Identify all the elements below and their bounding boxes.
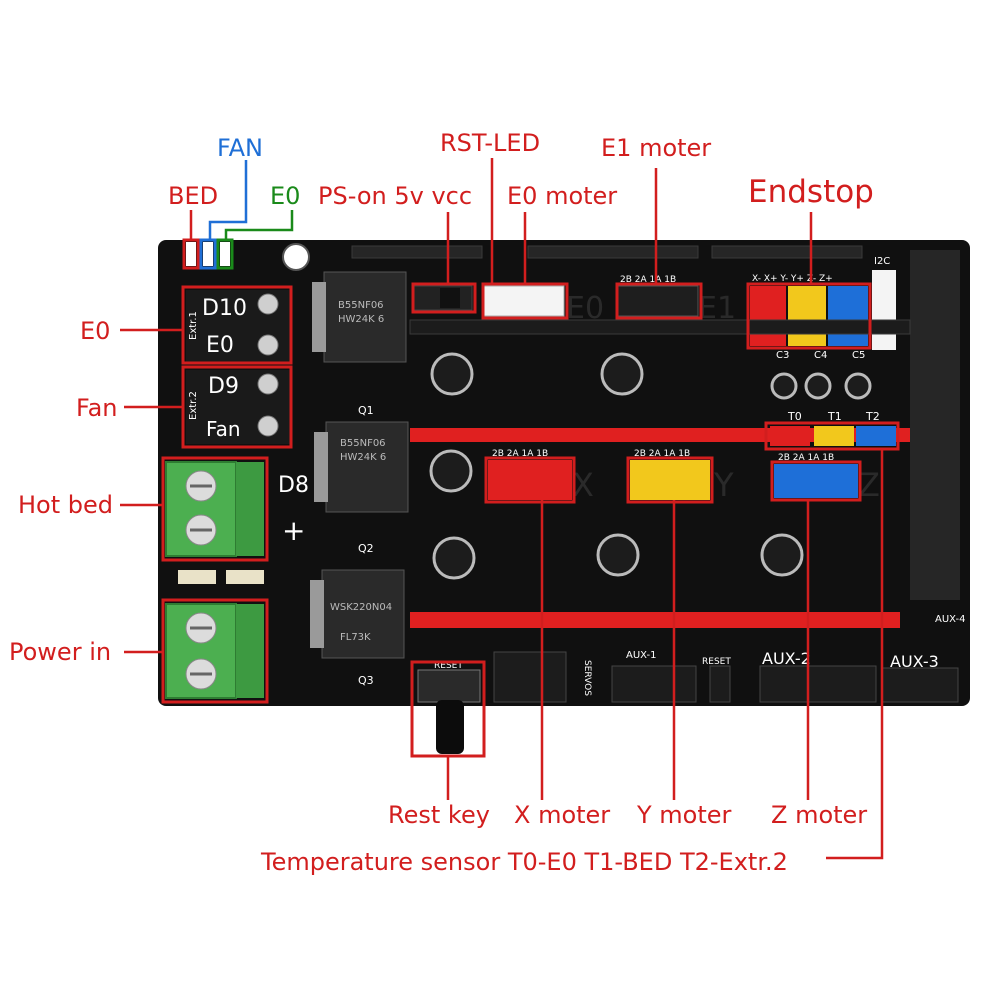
label-fan-left: Fan [76, 394, 118, 422]
mosfet-q2-text-2: HW24K 6 [340, 452, 386, 463]
silk-aux1: AUX-1 [626, 650, 656, 661]
mosfet-q3-text-2: FL73K [340, 632, 371, 643]
label-e0-top: E0 [270, 182, 301, 210]
callout-line-fan [208, 160, 248, 240]
silk-y-pins: 2B 2A 1A 1B [634, 449, 690, 459]
silk-reset: RESET [702, 657, 731, 667]
silk-x-pins: 2B 2A 1A 1B [492, 449, 548, 459]
silk-z-motor: Z [858, 466, 880, 504]
label-e1-moter: E1 moter [601, 134, 712, 162]
label-y-moter: Y moter [637, 801, 732, 829]
status-leds [186, 242, 230, 266]
label-rst-led: RST-LED [440, 129, 541, 157]
x-motor-connector [488, 460, 572, 500]
label-endstop: Endstop [748, 174, 874, 210]
label-e0-moter: E0 moter [507, 182, 618, 210]
silk-t0: T0 [787, 410, 802, 423]
mosfet-q3-text: WSK220N04 [330, 602, 392, 613]
silk-aux3: AUX-3 [890, 652, 939, 671]
silk-q2: Q2 [358, 542, 374, 555]
y-motor-connector [630, 460, 710, 500]
driver-socket-row-top [409, 319, 911, 335]
silk-t2: T2 [865, 410, 880, 423]
label-x-moter: X moter [514, 801, 611, 829]
mosfet-q2-text: B55NF06 [340, 438, 386, 449]
label-rest-key: Rest key [388, 801, 490, 829]
silk-c3: C3 [776, 350, 789, 361]
mount-hole-top [282, 243, 310, 271]
silk-e0: E0 [206, 333, 234, 358]
silk-e1-pins: 2B 2A 1A 1B [620, 275, 676, 285]
silk-c4: C4 [814, 350, 827, 361]
label-temperature-sensor: Temperature sensor T0-E0 T1-BED T2-Extr.… [261, 848, 788, 876]
endstop-header [750, 286, 868, 346]
mosfet-q2 [314, 421, 409, 513]
e1-motor-connector [617, 285, 699, 317]
silk-d8: D8 [278, 473, 309, 498]
label-fan-top: FAN [217, 134, 263, 162]
silk-q3: Q3 [358, 674, 374, 687]
silk-x-motor: X [572, 466, 594, 504]
label-power-in: Power in [9, 638, 112, 666]
label-e0-left: E0 [80, 317, 111, 345]
thermistor-header [770, 426, 896, 446]
callout-lines [120, 158, 884, 860]
extruder-terminals [186, 290, 290, 444]
silk-t1: T1 [827, 410, 842, 423]
silk-q1: Q1 [358, 404, 374, 417]
hot-bed-terminal [165, 461, 264, 557]
silk-extr1: Extr.1 [188, 311, 199, 340]
silk-extr2: Extr.2 [188, 391, 199, 420]
label-bed-top: BED [168, 182, 219, 210]
silk-c5: C5 [852, 350, 865, 361]
silk-endstop-pins: X- X+ Y- Y+ Z- Z+ [752, 274, 833, 284]
mosfet-q1-text-2: HW24K 6 [338, 314, 384, 325]
red-header-lower [410, 612, 900, 628]
ps-on-jumper [413, 285, 473, 311]
label-hot-bed: Hot bed [18, 491, 114, 519]
reset-button [417, 669, 481, 754]
silk-y-motor: Y [713, 466, 734, 504]
label-ps-on: PS-on 5v vcc [318, 182, 473, 210]
mosfet-q1 [312, 271, 407, 363]
z-motor-connector [774, 464, 858, 498]
silk-aux4: AUX-4 [935, 614, 965, 625]
fuses [178, 570, 264, 584]
capacitors [429, 352, 872, 580]
mosfet-q3 [310, 569, 405, 659]
silk-servos: SERVOS [582, 660, 592, 696]
label-z-moter: Z moter [771, 801, 868, 829]
silk-d10: D10 [202, 296, 247, 321]
callout-line-e0 [224, 210, 294, 240]
silk-aux2: AUX-2 [762, 649, 811, 668]
silk-reset-key: RESET [434, 661, 463, 671]
silk-i2c: I2C [874, 256, 890, 267]
silk-fan: Fan [206, 417, 241, 441]
i2c-connector [872, 270, 896, 350]
bottom-headers [493, 651, 959, 703]
power-in-terminal [165, 603, 264, 699]
mosfet-q1-text: B55NF06 [338, 300, 384, 311]
silk-d9: D9 [208, 374, 239, 399]
silk-z-pins: 2B 2A 1A 1B [778, 453, 834, 463]
e0-motor-connector [483, 285, 565, 317]
right-pin-header [910, 250, 960, 600]
top-pin-header [351, 245, 863, 259]
silk-plus: + [282, 514, 305, 547]
